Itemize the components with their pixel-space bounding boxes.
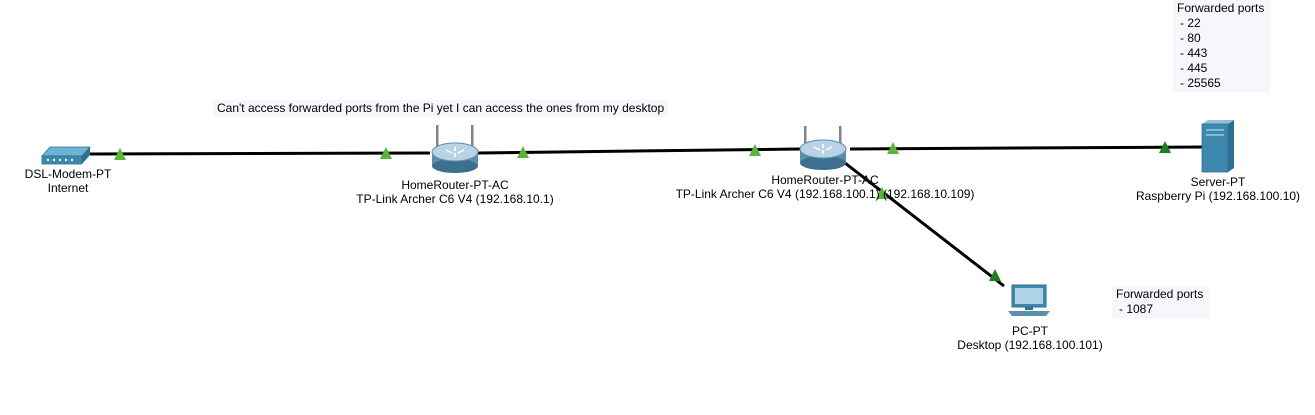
port-item: - 445 [1180,61,1208,75]
note-title: Forwarded ports [1177,1,1265,15]
pc-forwarded-ports-note[interactable]: Forwarded ports - 1087 [1112,286,1209,318]
router2-label: HomeRouter-PT-AC TP-Link Archer C6 V4 (1… [665,173,985,201]
link-router2-server[interactable] [849,145,1203,151]
device-name: PC-PT [1012,324,1048,338]
dsl-modem-icon[interactable] [41,146,91,165]
port-up-indicator [114,148,126,160]
device-name: DSL-Modem-PT [24,167,112,181]
device-name: HomeRouter-PT-AC [771,173,879,187]
link-router2-pc[interactable] [844,161,1005,288]
port-item: - 22 [1180,16,1201,30]
port-up-indicator [517,146,529,158]
pc-label: PC-PT Desktop (192.168.100.101) [945,324,1115,352]
port-item: - 25565 [1180,76,1221,90]
port-item: - 80 [1180,31,1201,45]
device-description: Raspberry Pi (192.168.100.10) [1135,189,1301,203]
port-up-indicator [1159,141,1171,153]
links-layer [89,145,1203,288]
port-up-indicator [380,147,392,159]
wireless-router-icon[interactable] [799,126,847,170]
server-icon[interactable] [1201,120,1234,173]
port-up-indicator [876,187,888,199]
modem-label: DSL-Modem-PT Internet [13,167,123,195]
annotation-text: Can't access forwarded ports from the Pi… [217,101,665,115]
port-up-indicator [989,269,1001,281]
device-name: Server-PT [1190,175,1246,189]
port-up-indicator [749,144,761,156]
port-item: - 1087 [1119,302,1154,316]
port-list: - 1087 [1116,302,1205,317]
port-status-layer [114,141,1171,281]
desktop-pc-icon[interactable] [1008,284,1050,316]
server-forwarded-ports-note[interactable]: Forwarded ports - 22 - 80 - 443 - 445 - … [1173,0,1270,92]
wireless-router-icon[interactable] [431,125,479,173]
device-name: HomeRouter-PT-AC [401,178,509,192]
device-description: TP-Link Archer C6 V4 (192.168.10.1) [356,192,554,206]
port-up-indicator [887,142,899,154]
link-router1-router2[interactable] [477,147,801,155]
port-list: - 22 - 80 - 443 - 445 - 25565 [1177,16,1266,91]
annotation-note[interactable]: Can't access forwarded ports from the Pi… [213,100,669,117]
note-title: Forwarded ports [1116,287,1204,301]
device-description: TP-Link Archer C6 V4 (192.168.100.1) (19… [675,187,975,201]
device-description: Desktop (192.168.100.101) [957,338,1103,352]
device-description: Internet [47,181,89,195]
port-item: - 443 [1180,46,1208,60]
server-label: Server-PT Raspberry Pi (192.168.100.10) [1128,175,1308,203]
link-modem-router1[interactable] [89,151,431,156]
router1-label: HomeRouter-PT-AC TP-Link Archer C6 V4 (1… [355,178,555,206]
